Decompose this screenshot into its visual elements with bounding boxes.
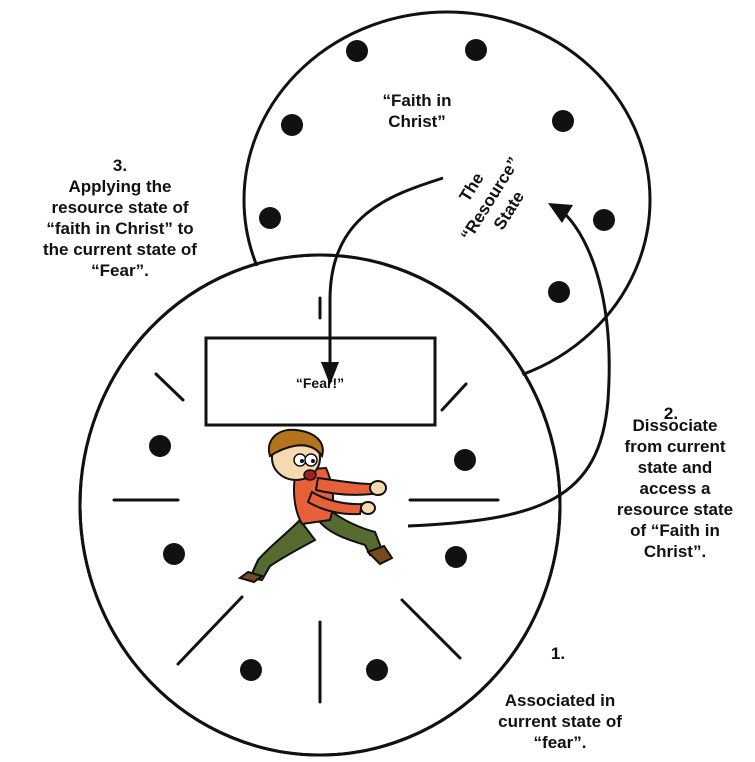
step-1-label: Associated in current state of “fear”. [470, 690, 650, 753]
step-2-line-6: of “Faith in [600, 520, 750, 541]
dot-marker [240, 659, 262, 681]
dot-marker [445, 546, 467, 568]
step-1-number: 1. [538, 643, 578, 664]
step-3-line-2: resource state of [20, 197, 220, 218]
step-2-line-2: from current [600, 436, 750, 457]
dot-marker [149, 435, 171, 457]
step-3-line-4: the current state of [20, 239, 220, 260]
dot-marker [552, 110, 574, 132]
step-2-line-5: resource state [600, 499, 750, 520]
step-2-label: 2. Dissociate from current state and acc… [600, 403, 750, 562]
step-2-line-4: access a [600, 478, 750, 499]
dot-marker [163, 543, 185, 565]
step-2-line-1: Dissociate [600, 415, 750, 436]
step-3-number: 3. [20, 155, 220, 176]
step-3-label: 3. Applying the resource state of “faith… [20, 155, 220, 281]
fear-label: “Fear!” [296, 375, 344, 391]
dot-marker [454, 449, 476, 471]
dot-marker [259, 207, 281, 229]
resource-circle-title: “Faith in Christ” [362, 90, 472, 132]
step-2-line-7: Christ”. [600, 541, 750, 562]
dot-marker [366, 659, 388, 681]
resource-title-line-1: “Faith in [362, 90, 472, 111]
step-3-line-1: Applying the [20, 176, 220, 197]
dot-marker [281, 114, 303, 136]
step-1-line-3: “fear”. [470, 732, 650, 753]
resource-title-line-2: Christ” [362, 111, 472, 132]
step-1-line-2: current state of [470, 711, 650, 732]
step-1-line-1: Associated in [470, 690, 650, 711]
dot-marker [593, 209, 615, 231]
resource-state-label: The “Resource” State [438, 142, 541, 256]
step-3-line-5: “Fear”. [20, 260, 220, 281]
step-3-line-3: “faith in Christ” to [20, 218, 220, 239]
step-2-number: 2. [592, 403, 750, 415]
dot-marker [465, 39, 487, 61]
step-2-line-3: state and [600, 457, 750, 478]
dot-marker [346, 40, 368, 62]
dot-marker [548, 281, 570, 303]
